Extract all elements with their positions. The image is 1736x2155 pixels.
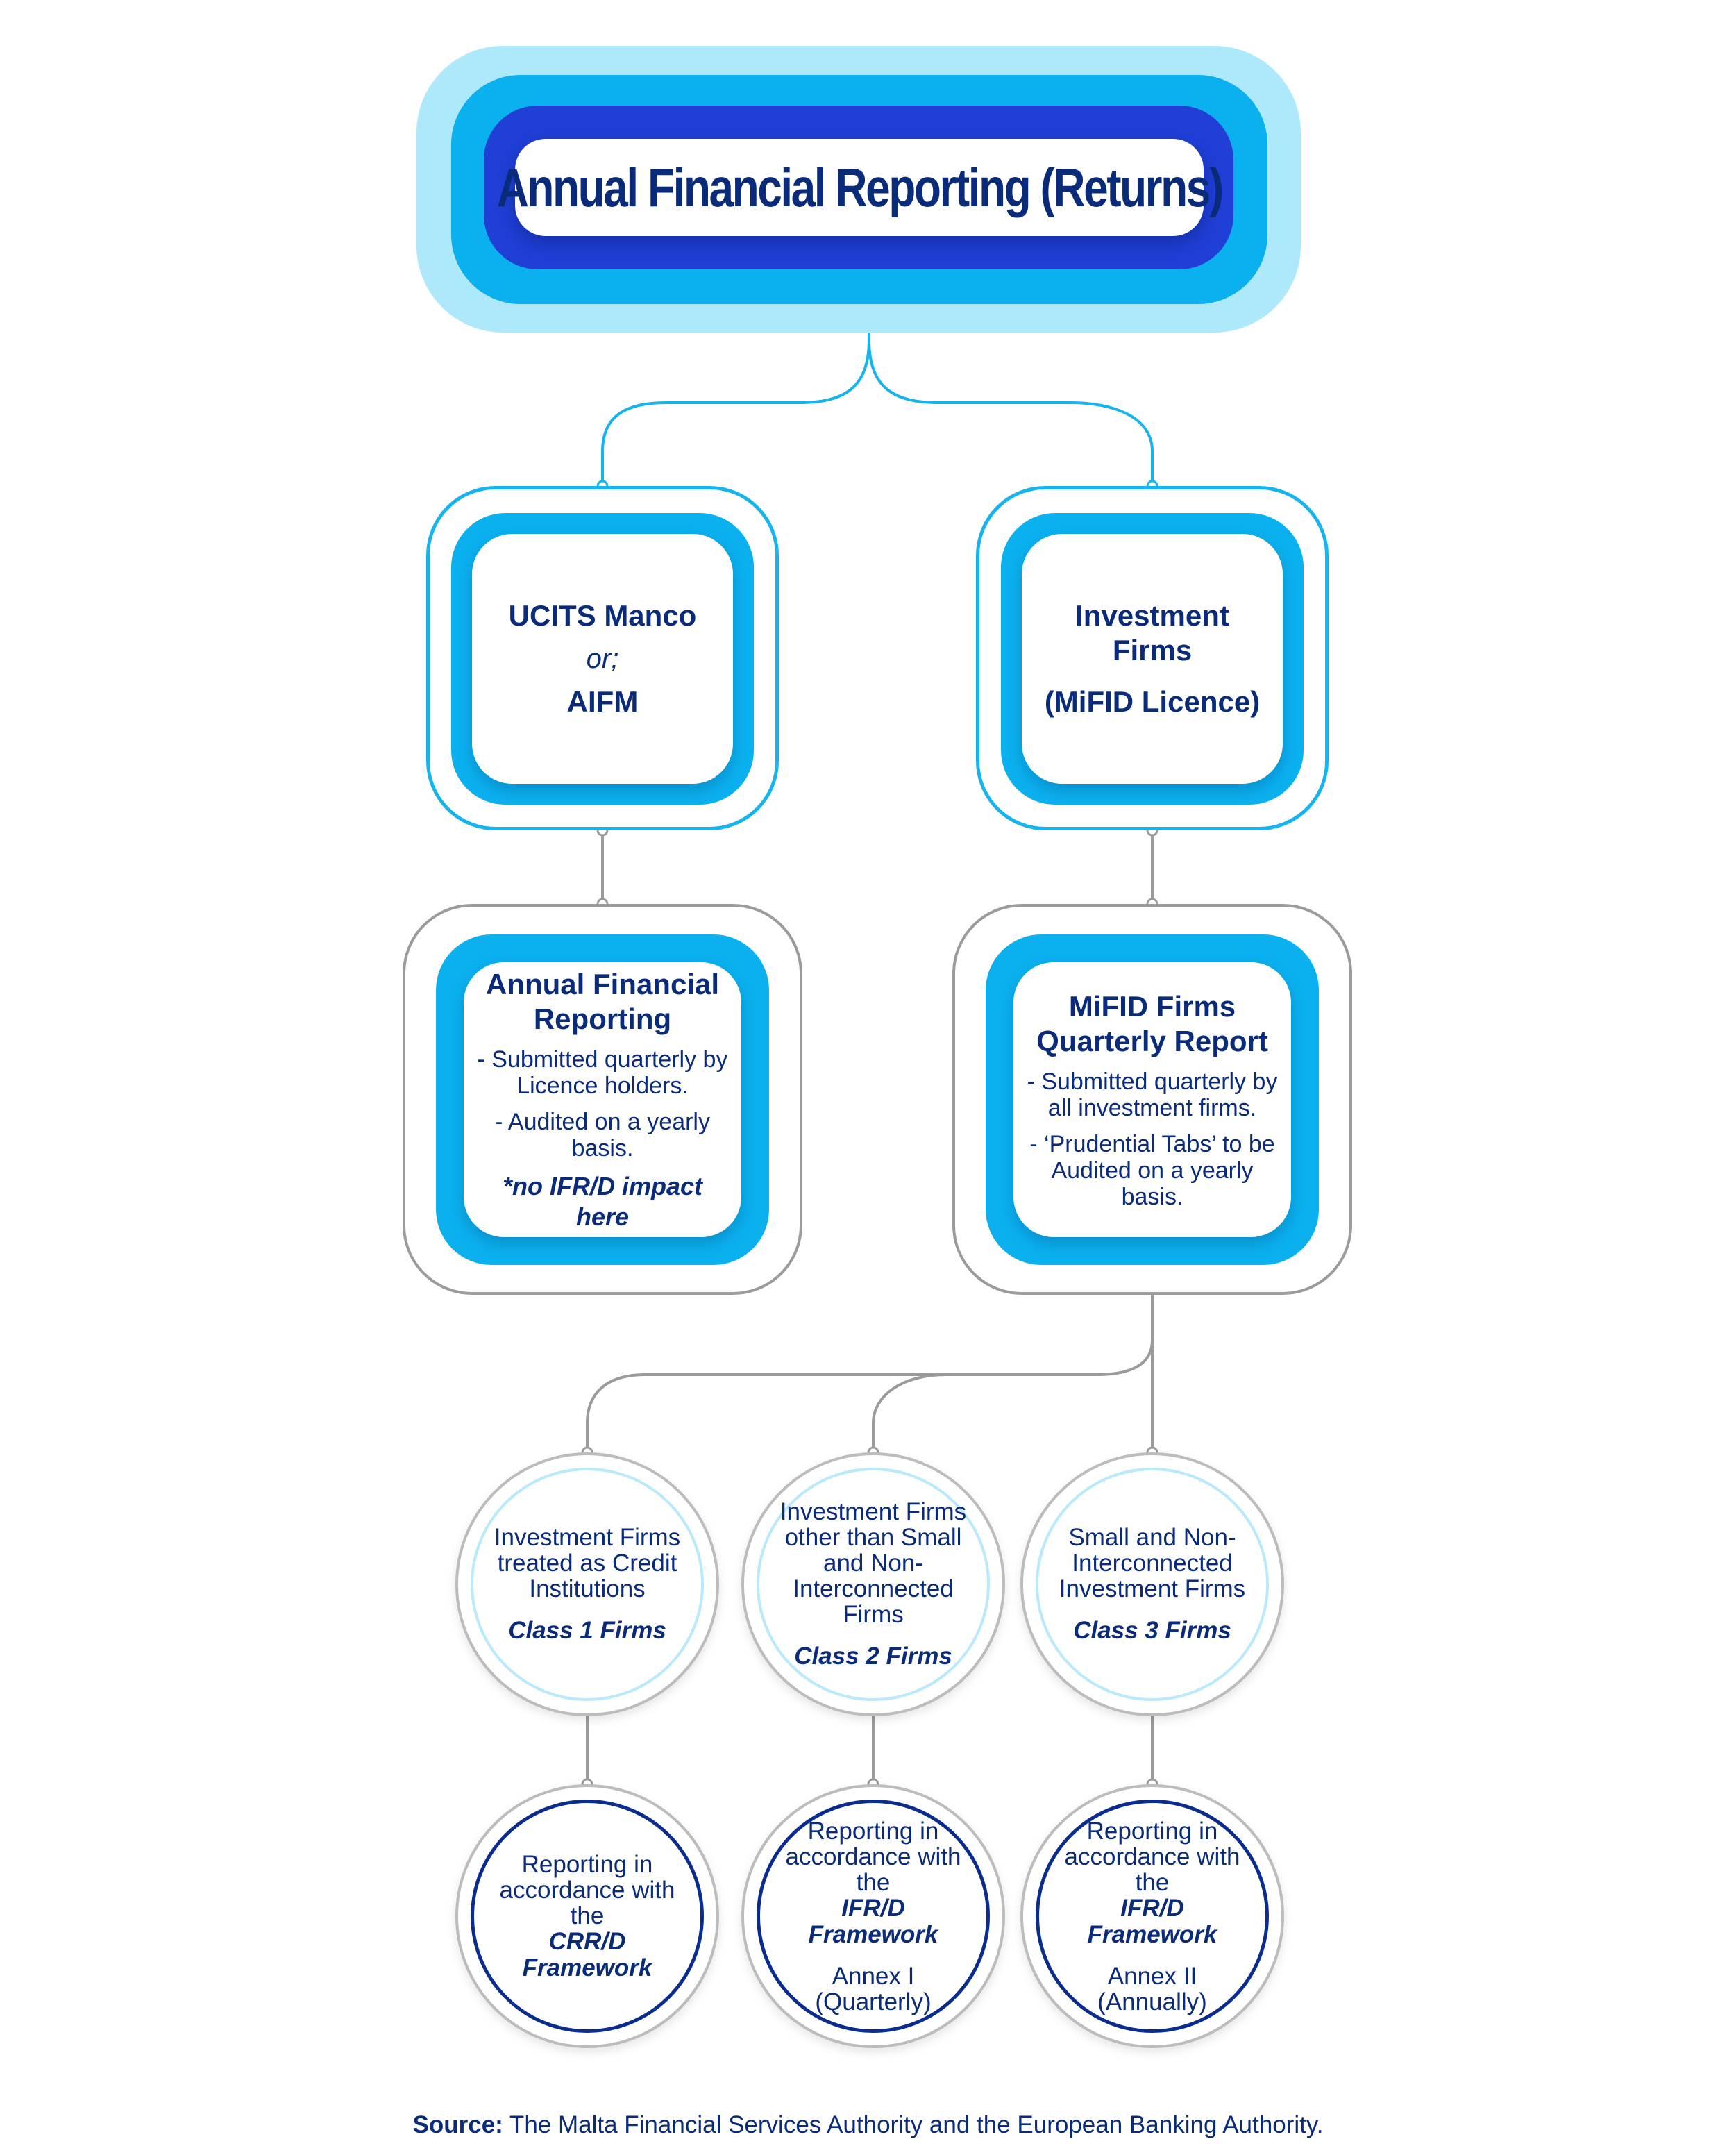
afr-submitted-text: - Submitted quarterly by Licence holders… — [477, 1046, 728, 1099]
mifid-title-line1: MiFID Firms — [1068, 990, 1236, 1023]
source-caption: Source: The Malta Financial Services Aut… — [0, 2108, 1736, 2143]
connector-to-class1 — [586, 1293, 1154, 1454]
reporting-2-period: (Quarterly) — [815, 1988, 932, 2015]
reporting-3-annex: Annex II — [1107, 1962, 1197, 1990]
mifid-licence-label: (MiFID Licence) — [1044, 685, 1261, 718]
class-3-circle: Small and Non-Interconnected Investment … — [1020, 1452, 1284, 1716]
diagram-title: Annual Financial Reporting (Returns) — [496, 156, 1224, 218]
reporting-crrd-circle: Reporting in accordance with the CRR/D F… — [455, 1784, 719, 2048]
afr-title-line2: Reporting — [533, 1003, 672, 1035]
reporting-ifrd-annex-1-circle: Reporting in accordance with the IFR/D F… — [741, 1784, 1005, 2048]
class-1-description: Investment Firms treated as Credit Insti… — [494, 1523, 681, 1602]
mifid-submitted-text: - Submitted quarterly by all investment … — [1027, 1068, 1278, 1121]
investment-label: Investment — [1075, 599, 1229, 632]
class-1-circle: Investment Firms treated as Credit Insti… — [455, 1452, 719, 1716]
mifid-quarterly-report-box: MiFID Firms Quarterly Report - Submitted… — [952, 904, 1352, 1295]
reporting-3-period: (Annually) — [1097, 1988, 1207, 2015]
class-2-label: Class 2 Firms — [794, 1642, 952, 1670]
investment-firms-box: Investment Firms (MiFID Licence) — [976, 486, 1329, 830]
annual-financial-reporting-card: Annual Financial Reporting - Submitted q… — [464, 962, 741, 1237]
connector-to-class2 — [872, 1373, 947, 1454]
class-2-circle: Investment Firms other than Small and No… — [741, 1452, 1005, 1716]
source-text: The Malta Financial Services Authority a… — [503, 2111, 1324, 2138]
reporting-1-text: Reporting in accordance with the — [499, 1850, 675, 1929]
or-label: or; — [586, 644, 619, 674]
mifid-prudential-text: - ‘Prudential Tabs’ to be Audited on a y… — [1029, 1131, 1275, 1210]
class-3-description: Small and Non-Interconnected Investment … — [1059, 1523, 1246, 1602]
title-card: Annual Financial Reporting (Returns) — [497, 139, 1224, 236]
mifid-title-line2: Quarterly Report — [1036, 1025, 1268, 1057]
ucits-aifm-card: UCITS Manco or; AIFM — [472, 534, 733, 784]
ucits-manco-label: UCITS Manco — [508, 599, 697, 632]
connector-title-left — [601, 296, 870, 487]
connector-title-right — [868, 339, 1154, 487]
aifm-label: AIFM — [566, 685, 639, 718]
ucits-aifm-box: UCITS Manco or; AIFM — [426, 486, 779, 830]
mifid-quarterly-report-card: MiFID Firms Quarterly Report - Submitted… — [1013, 962, 1291, 1237]
class-1-label: Class 1 Firms — [508, 1616, 666, 1644]
reporting-3-text: Reporting in accordance with the — [1064, 1817, 1240, 1896]
reporting-2-framework: IFR/D Framework — [808, 1894, 938, 1948]
reporting-2-annex: Annex I — [832, 1962, 915, 1990]
afr-title-line1: Annual Financial — [485, 968, 720, 1000]
reporting-3-framework: IFR/D Framework — [1087, 1894, 1217, 1948]
source-label: Source: — [412, 2111, 503, 2138]
firms-label: Firms — [1112, 634, 1193, 666]
afr-audited-text: - Audited on a yearly basis. — [495, 1109, 710, 1162]
annual-financial-reporting-box: Annual Financial Reporting - Submitted q… — [403, 904, 802, 1295]
investment-firms-card: Investment Firms (MiFID Licence) — [1022, 534, 1283, 784]
reporting-1-framework: CRR/D Framework — [522, 1927, 652, 1981]
reporting-2-text: Reporting in accordance with the — [785, 1817, 961, 1896]
class-2-description: Investment Firms other than Small and No… — [779, 1498, 967, 1628]
class-3-label: Class 3 Firms — [1073, 1616, 1231, 1644]
reporting-ifrd-annex-2-circle: Reporting in accordance with the IFR/D F… — [1020, 1784, 1284, 2048]
afr-note: *no IFR/D impact here — [502, 1172, 703, 1231]
